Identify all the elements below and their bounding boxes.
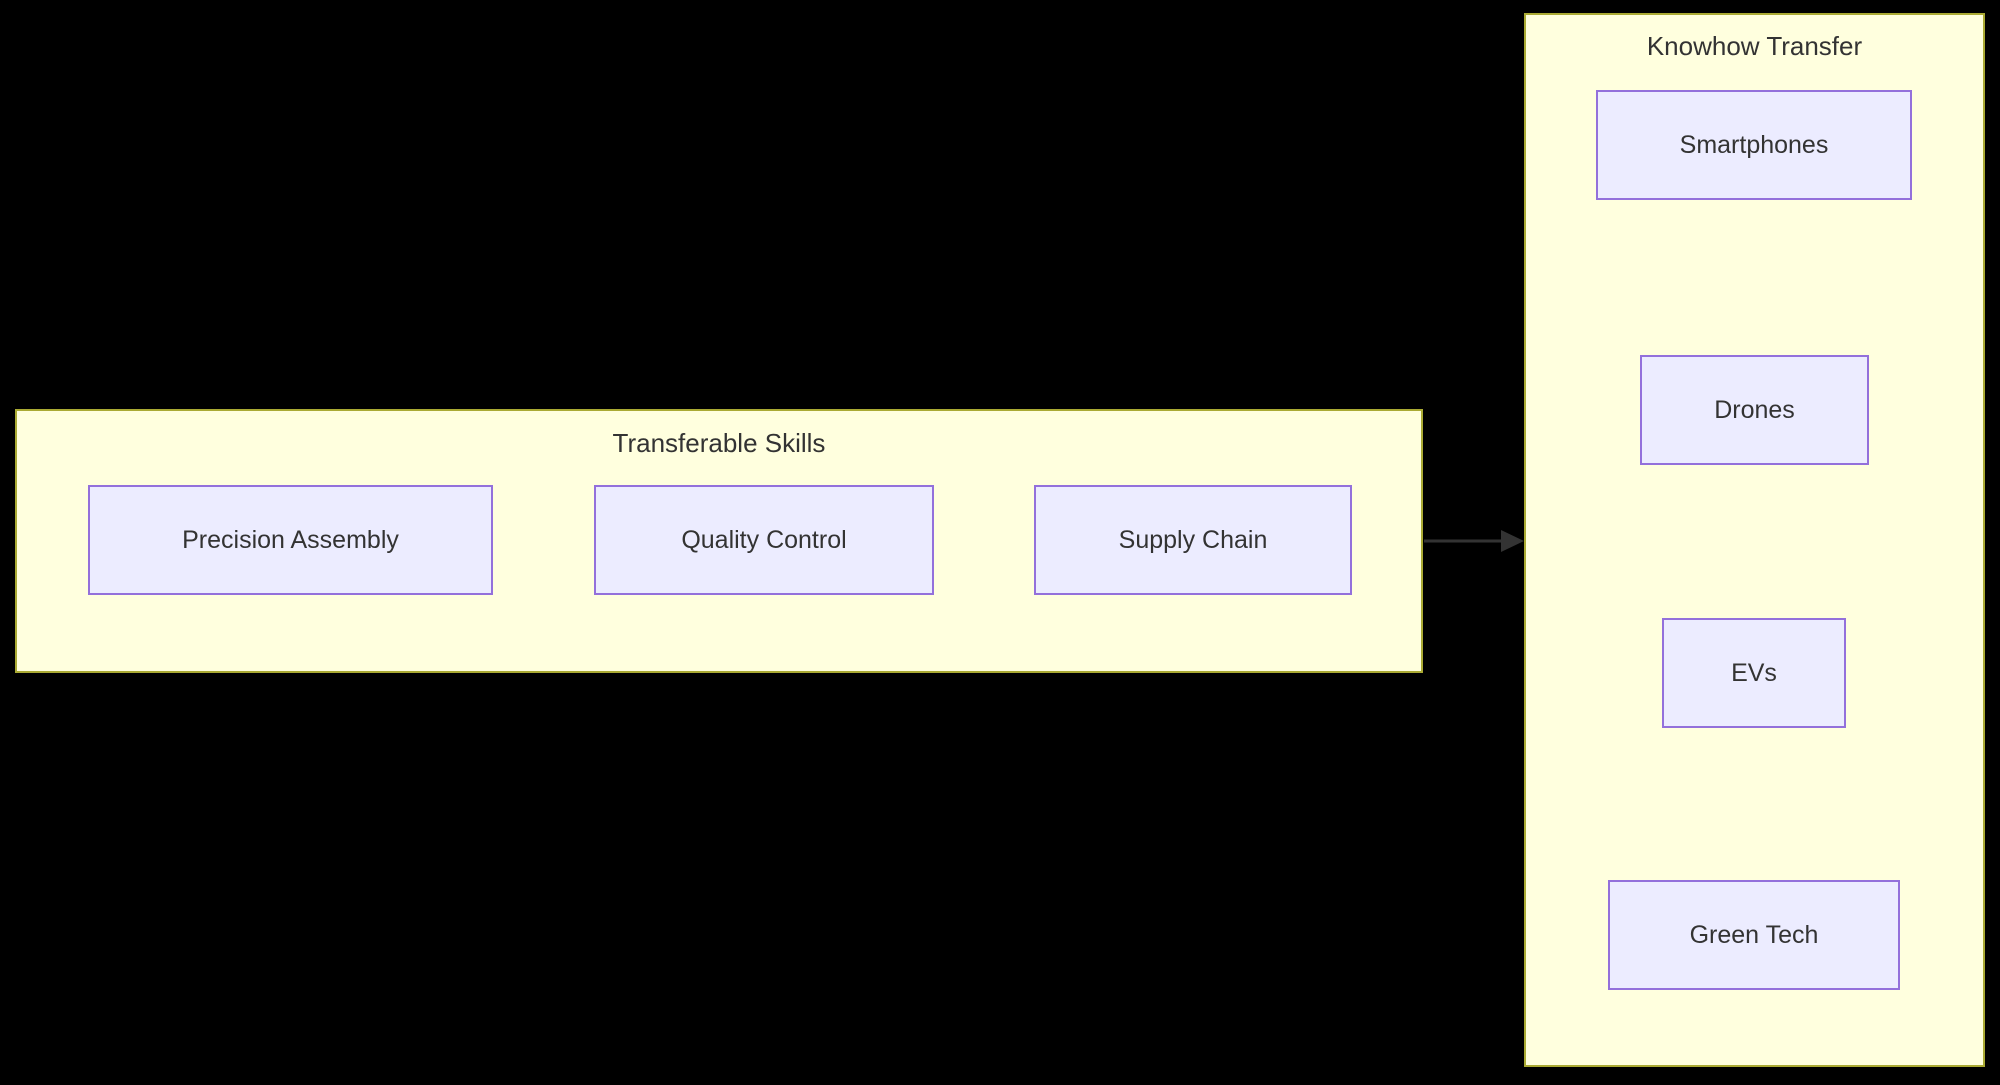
node-supply-chain[interactable]: Supply Chain	[1034, 485, 1352, 595]
node-smartphones[interactable]: Smartphones	[1596, 90, 1912, 200]
node-green-tech[interactable]: Green Tech	[1608, 880, 1900, 990]
node-quality-control[interactable]: Quality Control	[594, 485, 934, 595]
subgraph-title-transferable-skills: Transferable Skills	[612, 428, 826, 458]
node-label: Green Tech	[1689, 920, 1819, 949]
node-label: Supply Chain	[1118, 525, 1268, 554]
edge-skills-to-knowhow	[1424, 530, 1524, 552]
node-label: EVs	[1731, 658, 1777, 687]
node-evs[interactable]: EVs	[1662, 618, 1846, 728]
node-label: Smartphones	[1679, 130, 1829, 159]
node-label: Precision Assembly	[182, 525, 399, 554]
node-label: Quality Control	[681, 525, 847, 554]
subgraph-title-knowhow-transfer: Knowhow Transfer	[1646, 31, 1863, 61]
node-label: Drones	[1714, 395, 1795, 424]
node-precision-assembly[interactable]: Precision Assembly	[88, 485, 493, 595]
node-drones[interactable]: Drones	[1640, 355, 1869, 465]
